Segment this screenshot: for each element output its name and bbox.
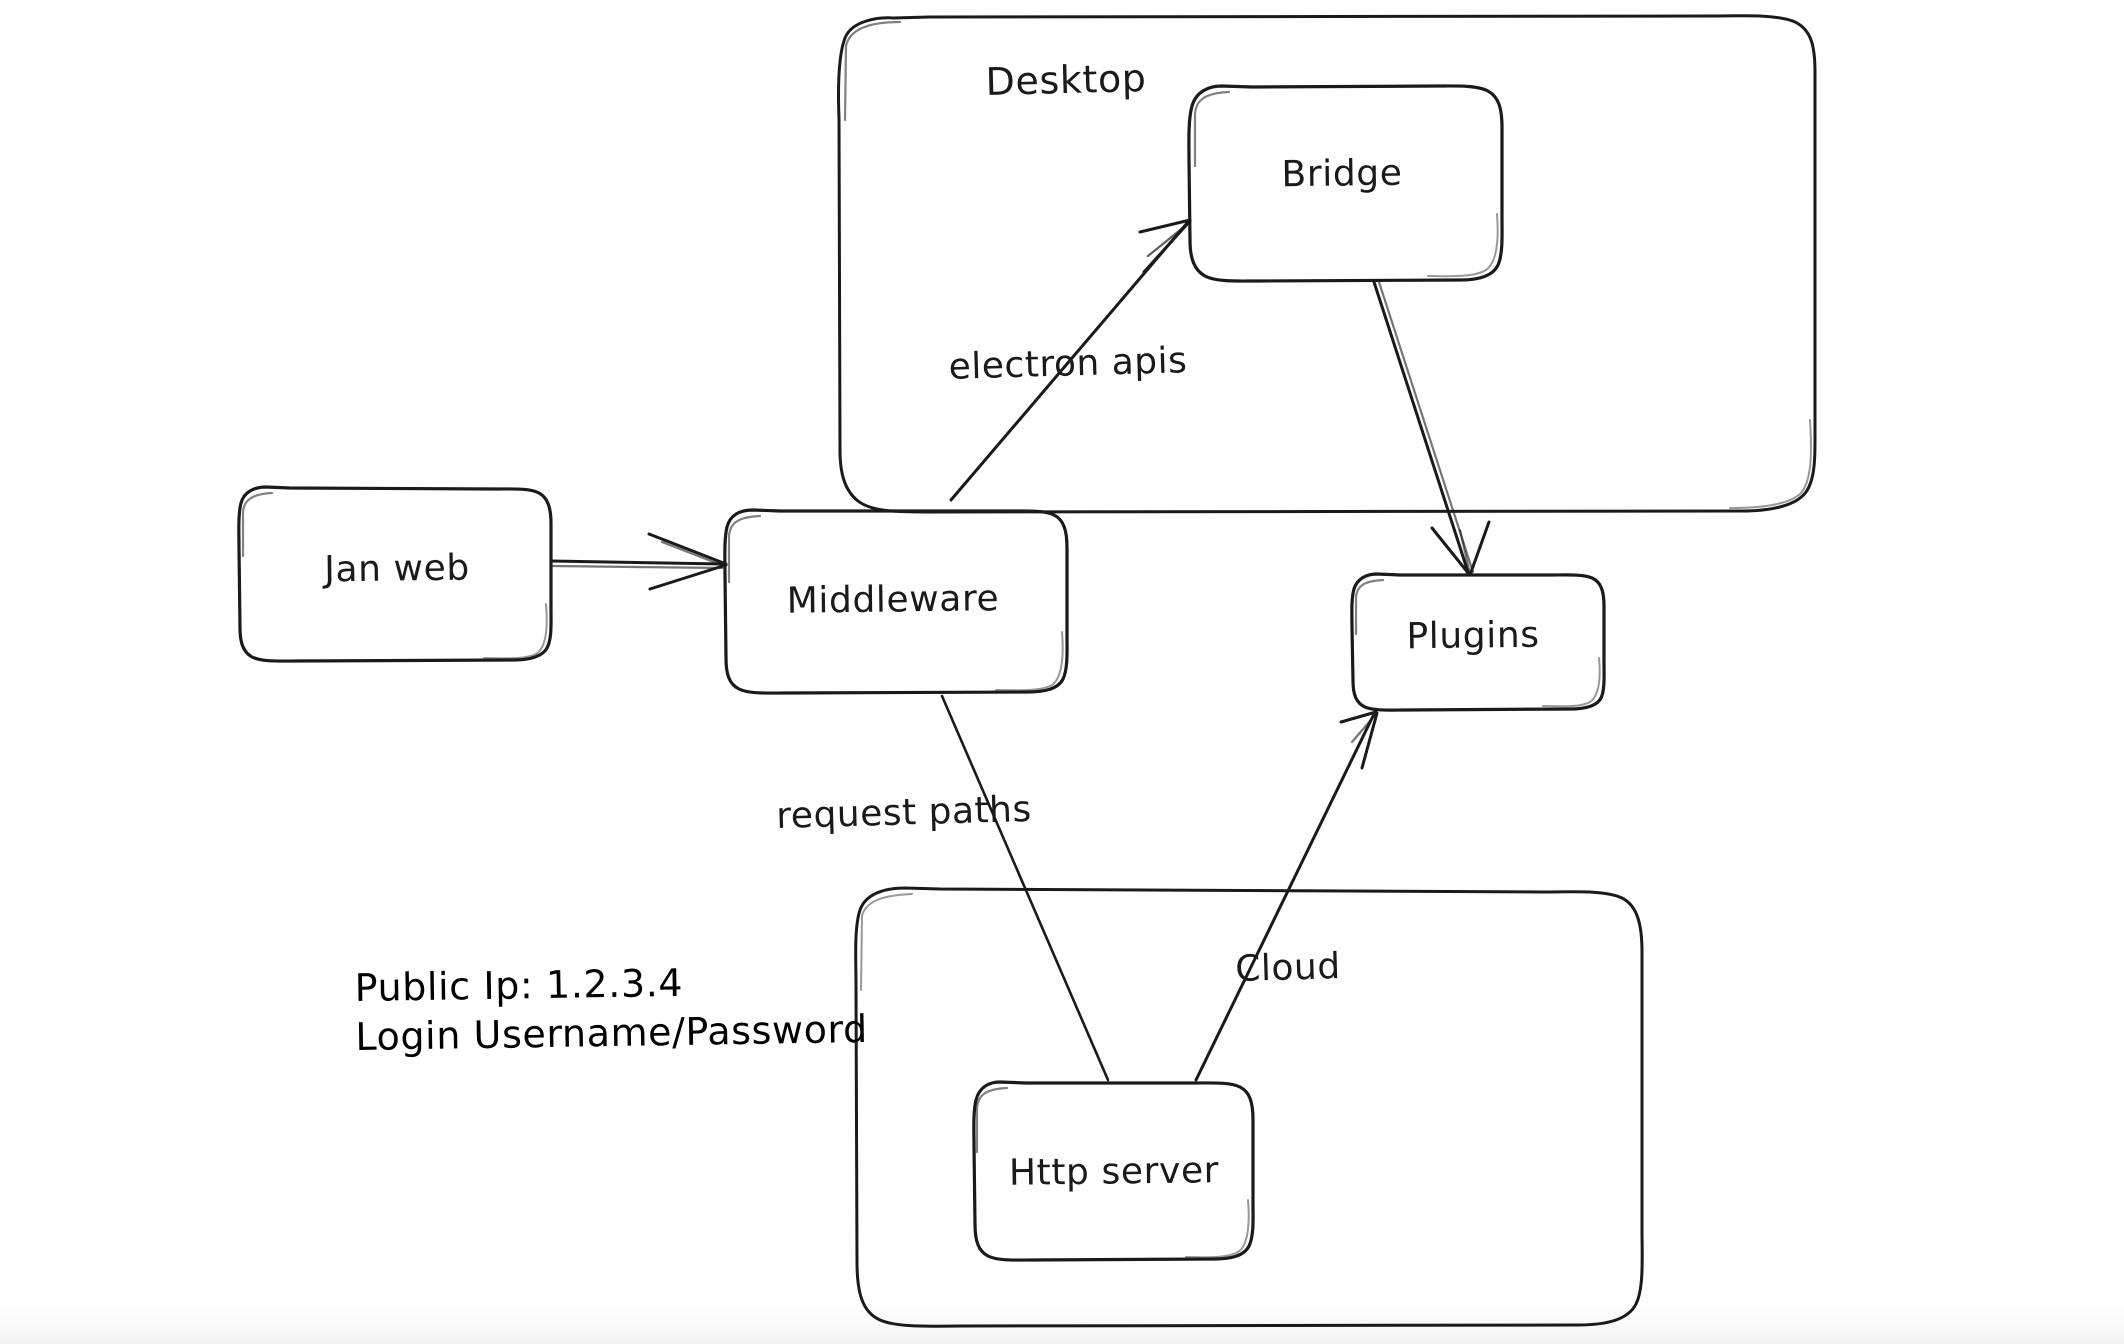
edge-middleware-to-bridge bbox=[949, 218, 1192, 502]
node-plugins[interactable] bbox=[1350, 572, 1606, 712]
edge-label-cloud: Cloud bbox=[1234, 946, 1342, 990]
node-jan-web[interactable] bbox=[237, 485, 553, 663]
edge-http-server-to-middleware bbox=[940, 694, 1110, 1082]
node-label-http-server: Http server bbox=[1008, 1150, 1220, 1194]
note-login-line: Login Username/Password bbox=[355, 1006, 869, 1059]
edge-label-electron-apis: electron apis bbox=[948, 340, 1188, 388]
node-middleware[interactable] bbox=[723, 508, 1069, 695]
node-label-middleware: Middleware bbox=[786, 578, 1000, 622]
node-label-jan-web: Jan web bbox=[323, 547, 471, 591]
edge-jan-web-to-middleware bbox=[549, 532, 728, 591]
node-label-plugins: Plugins bbox=[1406, 614, 1540, 658]
edge-http-server-to-plugins bbox=[1194, 710, 1379, 1082]
note-public-ip: Public Ip: 1.2.3.4 Login Username/Passwo… bbox=[354, 956, 868, 1061]
container-label-desktop: Desktop bbox=[985, 56, 1147, 104]
container-cloud bbox=[854, 886, 1644, 1328]
edge-bridge-to-plugins bbox=[1372, 280, 1491, 577]
node-label-bridge: Bridge bbox=[1281, 152, 1403, 196]
container-desktop bbox=[837, 14, 1817, 514]
note-public-ip-line: Public Ip: 1.2.3.4 bbox=[354, 960, 684, 1011]
node-bridge[interactable] bbox=[1187, 84, 1504, 283]
edge-label-request-paths: request paths bbox=[775, 788, 1033, 838]
node-http-server[interactable] bbox=[972, 1080, 1255, 1262]
